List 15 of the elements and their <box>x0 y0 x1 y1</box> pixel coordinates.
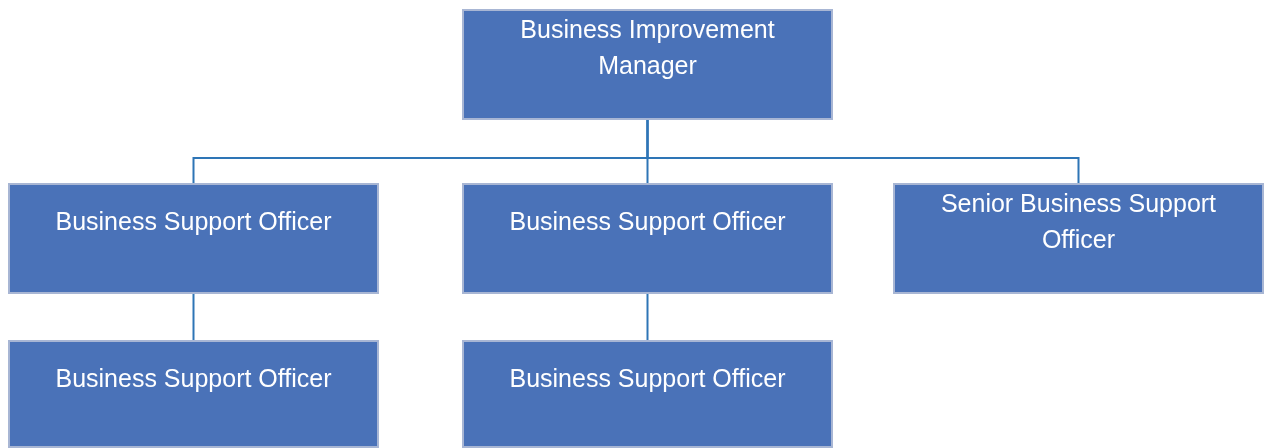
role-box <box>462 183 833 294</box>
role-title: Business Support Officer <box>54 363 333 394</box>
role-title: Business Support Officer <box>508 363 787 394</box>
role-title: Business Support Officer <box>54 206 333 237</box>
connector-line <box>192 293 195 341</box>
connector-line <box>646 119 1080 184</box>
role-box <box>893 183 1264 294</box>
role-title: Business Improvement Manager <box>519 14 776 81</box>
role-box <box>462 9 833 120</box>
role-title: Senior Business Support Officer <box>939 188 1218 255</box>
role-box <box>8 183 379 294</box>
role-box <box>462 340 833 448</box>
role-title: Business Support Officer <box>508 206 787 237</box>
role-box <box>8 340 379 448</box>
connector-line <box>646 293 649 341</box>
